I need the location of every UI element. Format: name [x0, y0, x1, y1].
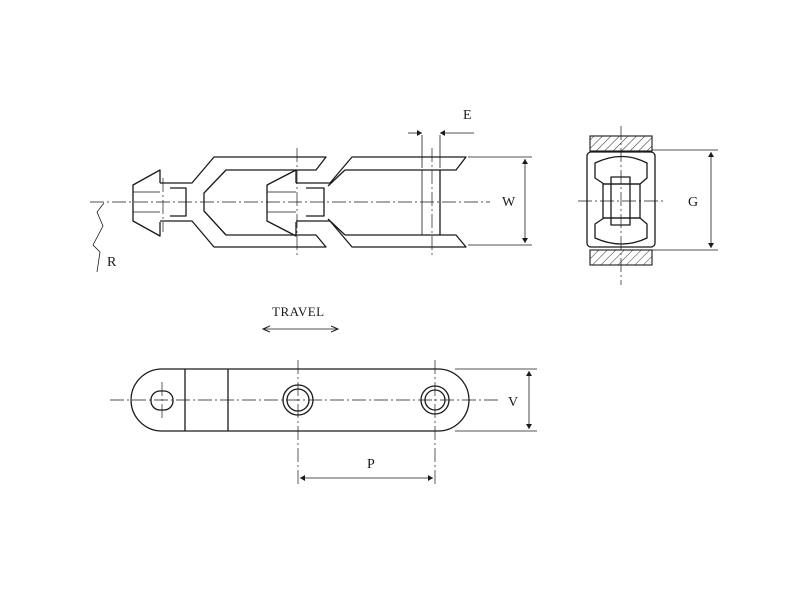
label-e: E: [463, 108, 472, 123]
dimension-g: G: [652, 149, 718, 251]
label-r: R: [107, 255, 117, 270]
label-w: W: [502, 195, 516, 210]
side-view: V P: [110, 360, 537, 485]
top-view-link-2: [266, 156, 467, 248]
travel-indicator: TRAVEL: [263, 304, 338, 329]
section-view: G: [578, 126, 718, 285]
top-view: E W R: [90, 108, 532, 273]
top-view-link-1: [132, 156, 327, 248]
dimension-v: V: [455, 368, 537, 432]
label-p: P: [367, 457, 375, 472]
dimension-w: W: [468, 156, 532, 246]
dimension-r: R: [92, 202, 117, 273]
dimension-e: E: [408, 108, 474, 168]
label-v: V: [508, 395, 518, 410]
dimension-p: P: [300, 457, 433, 481]
side-view-link-outline: [130, 368, 470, 432]
label-travel: TRAVEL: [272, 304, 325, 319]
label-g: G: [688, 195, 698, 210]
